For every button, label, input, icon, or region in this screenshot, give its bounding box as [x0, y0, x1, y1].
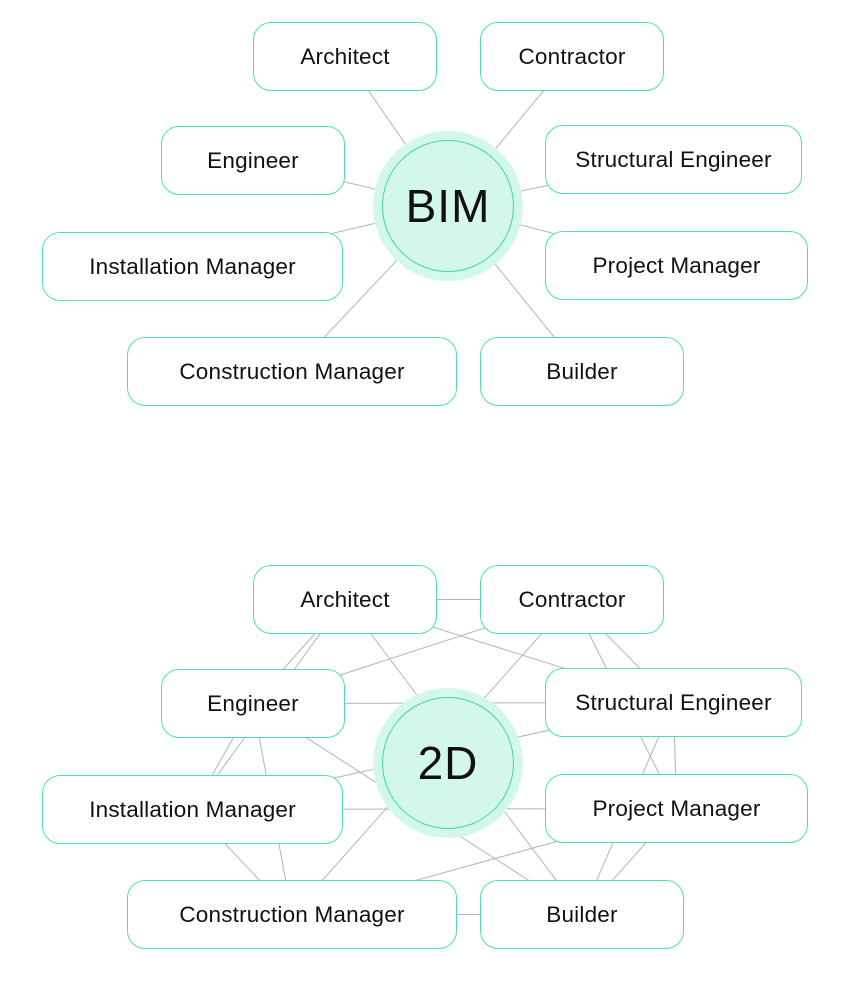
bim-node-installation-manager: Installation Manager	[42, 232, 343, 301]
2d-node-engineer: Engineer	[161, 669, 345, 738]
bim-node-project-manager: Project Manager	[545, 231, 808, 300]
2d-node-builder: Builder	[480, 880, 684, 949]
2d-node-contractor: Contractor	[480, 565, 664, 634]
bim-hub: BIM	[382, 140, 514, 272]
2d-node-structural-engineer: Structural Engineer	[545, 668, 802, 737]
bim-node-engineer: Engineer	[161, 126, 345, 195]
bim-node-construction-manager: Construction Manager	[127, 337, 457, 406]
bim-node-structural-engineer: Structural Engineer	[545, 125, 802, 194]
bim-node-contractor: Contractor	[480, 22, 664, 91]
bim-diagram: BIM Architect Contractor Engineer Struct…	[0, 0, 864, 430]
bim-node-architect: Architect	[253, 22, 437, 91]
2d-node-architect: Architect	[253, 565, 437, 634]
2d-diagram: 2D Architect Contractor Engineer Structu…	[0, 543, 864, 973]
2d-node-project-manager: Project Manager	[545, 774, 808, 843]
2d-hub: 2D	[382, 697, 514, 829]
2d-node-construction-manager: Construction Manager	[127, 880, 457, 949]
bim-node-builder: Builder	[480, 337, 684, 406]
2d-node-installation-manager: Installation Manager	[42, 775, 343, 844]
